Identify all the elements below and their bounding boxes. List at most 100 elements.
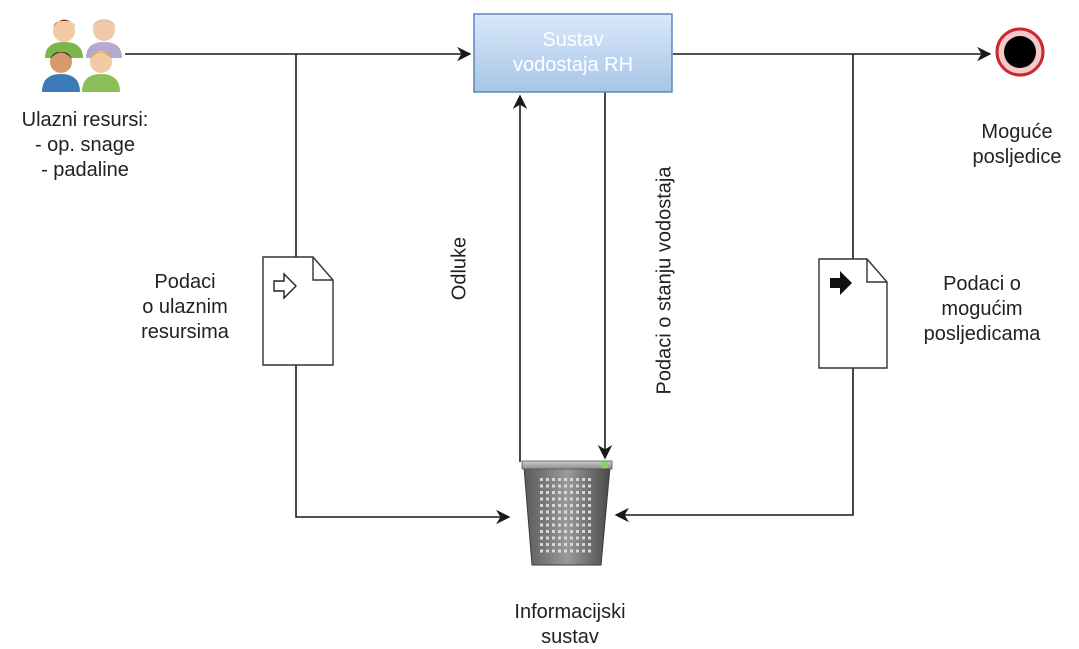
server-vent — [552, 543, 555, 546]
server-vent — [552, 549, 555, 553]
server-vent — [576, 510, 579, 514]
server-vent — [540, 530, 543, 533]
server-vent — [582, 517, 585, 520]
server-vent — [588, 536, 591, 540]
server-vent — [540, 478, 543, 481]
server-vent — [570, 517, 573, 520]
server-vent — [582, 484, 585, 488]
edge-label-decisions: Odluke — [448, 236, 471, 301]
server-vent — [540, 491, 543, 494]
server-vent — [576, 530, 579, 533]
server-vent — [546, 478, 549, 481]
server-vent — [582, 478, 585, 481]
server-vent — [576, 523, 579, 527]
server-vent — [582, 510, 585, 514]
server-vent — [564, 497, 567, 501]
server-vent — [576, 517, 579, 520]
doc-left-line3: resursima — [141, 321, 229, 343]
server-icon — [521, 460, 613, 566]
server-vent — [546, 510, 549, 514]
server-vent — [588, 491, 591, 494]
server-vent — [540, 536, 543, 540]
doc-right-line3: posljedicama — [923, 323, 1041, 345]
server-vent — [588, 523, 591, 527]
server-vent — [576, 491, 579, 494]
inputs-title: Ulazni resursi: — [21, 109, 149, 131]
server-vent — [582, 536, 585, 540]
server-vent — [576, 504, 579, 507]
end-event-line2: posljedice — [972, 146, 1062, 168]
server-vent — [588, 497, 591, 501]
info-system-label: Informacijski sustav — [490, 600, 650, 649]
server-vent — [564, 510, 567, 514]
server-vent — [588, 549, 591, 553]
server-vent — [558, 497, 561, 501]
server-vent — [570, 510, 573, 514]
server-vent — [552, 536, 555, 540]
server-vent — [552, 504, 555, 507]
doc-right-line2: mogućim — [941, 298, 1023, 320]
inputs-label: Ulazni resursi: - op. snage - padaline — [0, 108, 170, 183]
server-vent — [546, 484, 549, 488]
server-vent — [540, 510, 543, 514]
server-vent — [558, 549, 561, 553]
server-vent — [546, 523, 549, 527]
server-vent — [582, 549, 585, 553]
server-vent — [546, 504, 549, 507]
server-vent — [576, 484, 579, 488]
server-vent — [576, 497, 579, 501]
server-vent — [588, 510, 591, 514]
end-event-line1: Moguće — [981, 121, 1053, 143]
server-vent — [570, 549, 573, 553]
edge-label-state-data: Podaci o stanju vodostaja — [653, 166, 676, 395]
server-vent — [564, 517, 567, 520]
server-vent — [552, 523, 555, 527]
server-vent — [540, 543, 543, 546]
server-vent — [570, 497, 573, 501]
server-vent — [570, 523, 573, 527]
server-vent — [564, 530, 567, 533]
server-vent — [552, 517, 555, 520]
server-vent — [564, 549, 567, 553]
server-vent — [582, 530, 585, 533]
server-vent — [576, 549, 579, 553]
server-vent — [558, 517, 561, 520]
server-vent — [582, 543, 585, 546]
server-vent — [588, 543, 591, 546]
connectors — [125, 46, 992, 525]
server-vent — [576, 543, 579, 546]
doc-left-line1: Podaci — [154, 271, 216, 293]
server-vent — [570, 543, 573, 546]
server-vent — [558, 491, 561, 494]
server-vent — [576, 536, 579, 540]
server-vent — [546, 549, 549, 553]
server-vent — [552, 530, 555, 533]
server-vent — [546, 543, 549, 546]
server-vent — [540, 523, 543, 527]
server-vent — [570, 530, 573, 533]
server-vent — [540, 484, 543, 488]
server-vent — [588, 530, 591, 533]
server-vent — [564, 543, 567, 546]
system-box-line1: Sustav — [542, 29, 604, 51]
doc-right-label: Podaci o mogućim posljedicama — [912, 272, 1052, 347]
server-vent — [564, 536, 567, 540]
server-vent — [558, 530, 561, 533]
edge-input-data-to-info — [295, 54, 511, 525]
server-vent — [570, 536, 573, 540]
doc-left-label: Podaci o ulaznim resursima — [120, 270, 250, 345]
server-vent — [552, 478, 555, 481]
inputs-item-2: - padaline — [41, 159, 129, 181]
server-vent — [552, 510, 555, 514]
server-vent — [570, 504, 573, 507]
server-vent — [582, 523, 585, 527]
people-icon — [42, 19, 122, 92]
server-vent — [588, 484, 591, 488]
server-vent — [564, 478, 567, 481]
server-vent — [540, 497, 543, 501]
server-vent — [558, 543, 561, 546]
server-vent — [588, 478, 591, 481]
system-box — [473, 13, 673, 93]
